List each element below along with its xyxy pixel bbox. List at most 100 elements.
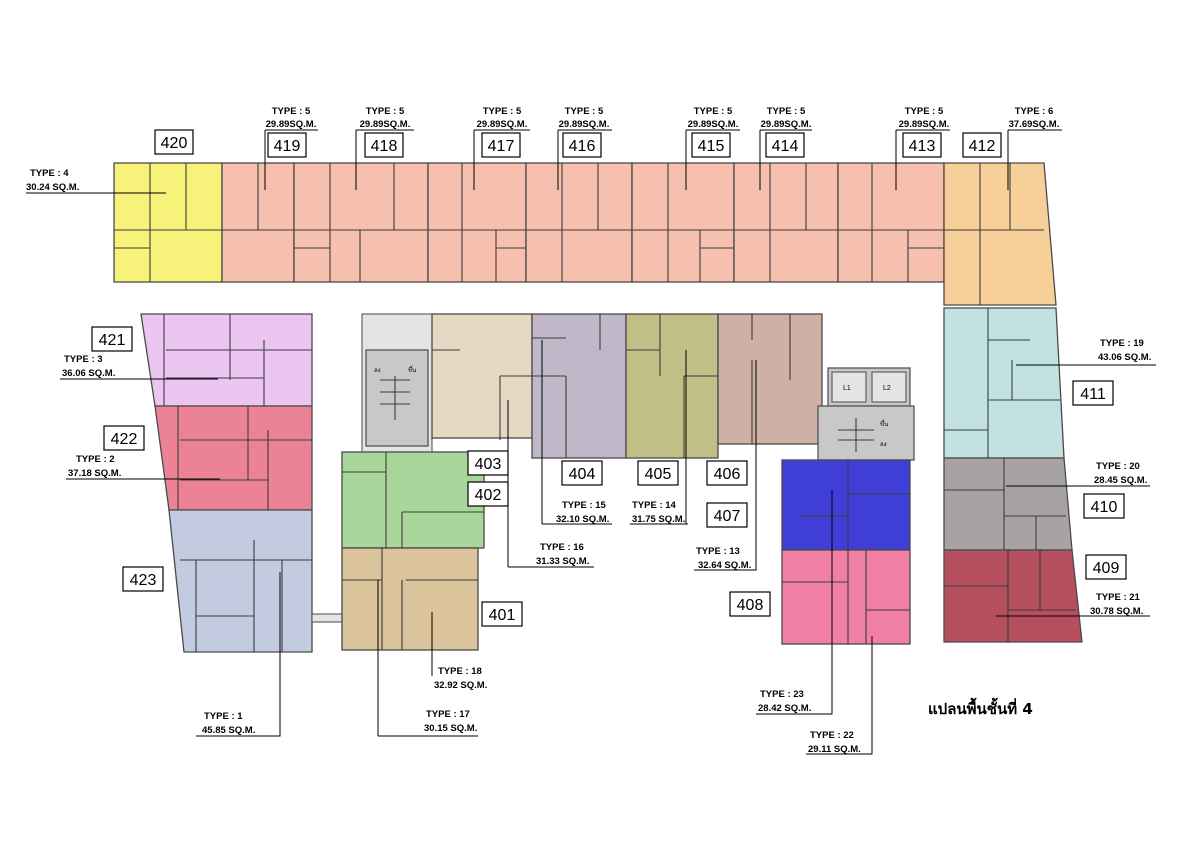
svg-text:TYPE : 14: TYPE : 14 (632, 500, 677, 511)
centre-units (431, 313, 823, 459)
svg-text:420: 420 (161, 135, 188, 152)
svg-text:36.06 SQ.M.: 36.06 SQ.M. (62, 368, 115, 379)
unit-421-area[interactable] (140, 313, 313, 407)
svg-text:419: 419 (274, 138, 301, 155)
svg-text:TYPE : 19: TYPE : 19 (1100, 338, 1144, 349)
type-label-420: TYPE : 4 30.24 SQ.M. (26, 168, 166, 194)
svg-text:TYPE : 3: TYPE : 3 (64, 354, 103, 365)
unit-402-label[interactable]: 402 (467, 481, 509, 507)
svg-text:423: 423 (130, 572, 157, 589)
svg-text:TYPE : 16: TYPE : 16 (540, 542, 584, 553)
svg-text:TYPE : 6: TYPE : 6 (1015, 106, 1054, 117)
unit-419-label[interactable]: 419 (267, 132, 307, 158)
corridor-link (311, 613, 345, 623)
svg-text:406: 406 (714, 466, 741, 483)
svg-text:TYPE : 2: TYPE : 2 (76, 454, 115, 465)
unit-414-area[interactable] (733, 162, 839, 283)
unit-411-label[interactable]: 411 (1072, 380, 1114, 406)
unit-418-label[interactable]: 418 (364, 132, 404, 158)
unit-405-area[interactable] (625, 313, 719, 459)
unit-406-label[interactable]: 406 (706, 460, 748, 486)
svg-text:TYPE : 5: TYPE : 5 (483, 106, 522, 117)
svg-text:408: 408 (737, 597, 764, 614)
unit-405-label[interactable]: 405 (637, 460, 679, 486)
svg-text:TYPE : 15: TYPE : 15 (562, 500, 607, 511)
unit-416-label[interactable]: 416 (562, 132, 602, 158)
unit-401-area[interactable] (341, 547, 479, 651)
type-label-419: TYPE : 5 29.89SQ.M. (264, 106, 318, 190)
type-label-401-b: TYPE : 18 32.92 SQ.M. (431, 612, 487, 691)
type-label-413: TYPE : 5 29.89SQ.M. (895, 106, 950, 190)
svg-text:TYPE : 4: TYPE : 4 (30, 168, 69, 179)
svg-text:404: 404 (569, 466, 596, 483)
unit-420-area[interactable] (113, 162, 223, 283)
unit-410-label[interactable]: 410 (1083, 493, 1125, 519)
unit-408-label[interactable]: 408 (729, 591, 771, 617)
unit-402-area[interactable] (341, 451, 485, 549)
unit-415-area[interactable] (631, 162, 735, 283)
svg-text:28.45 SQ.M.: 28.45 SQ.M. (1094, 475, 1147, 486)
unit-412-label[interactable]: 412 (962, 132, 1002, 158)
svg-text:31.33 SQ.M.: 31.33 SQ.M. (536, 556, 589, 567)
unit-420-label[interactable]: 420 (154, 129, 194, 155)
centre-core: ขึ้น ลง (361, 313, 433, 455)
svg-text:TYPE : 1: TYPE : 1 (204, 711, 243, 722)
type-label-423: TYPE : 1 45.85 SQ.M. (196, 572, 281, 737)
svg-text:407: 407 (714, 508, 741, 525)
unit-414-label[interactable]: 414 (765, 132, 805, 158)
unit-401-label[interactable]: 401 (481, 601, 523, 627)
type-label-414: TYPE : 5 29.89SQ.M. (759, 106, 812, 190)
unit-423-area[interactable] (168, 509, 313, 653)
svg-text:421: 421 (99, 332, 126, 349)
svg-text:TYPE : 5: TYPE : 5 (272, 106, 311, 117)
type-label-409: TYPE : 21 30.78 SQ.M. (996, 592, 1150, 617)
svg-text:401: 401 (489, 607, 516, 624)
stair-2-down-label: ลง (880, 442, 887, 448)
unit-423-label[interactable]: 423 (122, 566, 164, 592)
unit-413-area[interactable] (837, 162, 945, 283)
svg-text:31.75 SQ.M.: 31.75 SQ.M. (632, 514, 685, 525)
unit-409-label[interactable]: 409 (1085, 554, 1127, 580)
unit-406-area[interactable] (717, 313, 823, 445)
svg-text:409: 409 (1093, 560, 1120, 577)
unit-411-area[interactable] (943, 307, 1065, 459)
svg-text:29.89SQ.M.: 29.89SQ.M. (688, 119, 739, 130)
unit-417-label[interactable]: 417 (481, 132, 521, 158)
right-lower-block (781, 459, 911, 645)
svg-text:417: 417 (488, 138, 515, 155)
unit-403-label[interactable]: 403 (467, 450, 509, 476)
unit-413-label[interactable]: 413 (902, 132, 942, 158)
unit-418-area[interactable] (293, 162, 429, 283)
unit-415-label[interactable]: 415 (691, 132, 731, 158)
left-wing (140, 313, 313, 653)
unit-410-area[interactable] (943, 457, 1073, 551)
type-label-422: TYPE : 2 37.18 SQ.M. (66, 454, 220, 480)
unit-421-label[interactable]: 421 (91, 326, 133, 352)
unit-422-label[interactable]: 422 (103, 425, 145, 451)
unit-417-area[interactable] (427, 162, 527, 283)
svg-text:405: 405 (645, 466, 672, 483)
svg-text:412: 412 (969, 138, 996, 155)
unit-409-area[interactable] (943, 549, 1083, 643)
type-label-404: TYPE : 15 32.10 SQ.M. (541, 340, 612, 525)
svg-text:30.15 SQ.M.: 30.15 SQ.M. (424, 723, 477, 734)
svg-text:410: 410 (1091, 499, 1118, 516)
svg-text:30.24 SQ.M.: 30.24 SQ.M. (26, 182, 79, 193)
unit-412-area[interactable] (943, 162, 1057, 306)
unit-404-area[interactable] (531, 313, 627, 459)
right-core: L1 L2 ขึ้น ลง (817, 367, 915, 461)
unit-416-area[interactable] (525, 162, 633, 283)
type-annotations: TYPE : 5 29.89SQ.M. TYPE : 5 29.89SQ.M. … (26, 106, 1156, 755)
unit-407-area[interactable] (781, 459, 911, 551)
unit-407-label[interactable]: 407 (706, 502, 748, 528)
top-wing (113, 162, 1057, 306)
svg-text:TYPE : 5: TYPE : 5 (565, 106, 604, 117)
floor-title: แปลนพื้นชั้นที่ 4 (928, 697, 1033, 718)
svg-text:418: 418 (371, 138, 398, 155)
lower-centre-block (341, 451, 485, 651)
type-label-406: TYPE : 13 32.64 SQ.M. (694, 360, 757, 571)
unit-404-label[interactable]: 404 (561, 460, 603, 486)
svg-text:TYPE : 23: TYPE : 23 (760, 689, 804, 700)
unit-408-area[interactable] (781, 549, 911, 645)
svg-text:32.92 SQ.M.: 32.92 SQ.M. (434, 680, 487, 691)
